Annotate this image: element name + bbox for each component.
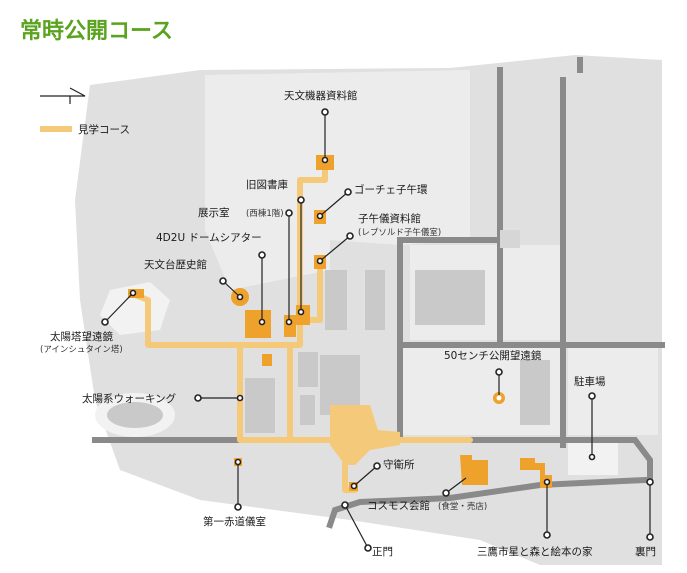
svg-text:三鷹市星と森と絵本の家: 三鷹市星と森と絵本の家 — [477, 545, 593, 558]
north-arrow — [40, 87, 86, 104]
parking-area — [568, 345, 658, 435]
svg-text:コスモス会館: コスモス会館 — [367, 499, 430, 512]
inner-ground — [205, 70, 470, 290]
building-2 — [365, 270, 385, 330]
label-exhibition: 展示室 (西棟1階) — [198, 206, 293, 326]
road-north-east — [397, 67, 503, 443]
label-back-gate: 裏門 — [635, 478, 656, 558]
label-cosmos-hall: コスモス会館 (食堂・売店) — [367, 477, 487, 512]
route-south-loop — [237, 342, 343, 443]
road-gate — [326, 476, 649, 529]
label-meridian-museum: 子午儀資料館 (レプソルド子午儀室) — [316, 212, 441, 265]
label-guard: 守衛所 — [350, 458, 415, 490]
svg-text:裏門: 裏門 — [635, 545, 656, 558]
svg-text:展示室: 展示室 — [198, 206, 230, 219]
svg-text:50センチ公開望遠鏡: 50センチ公開望遠鏡 — [444, 349, 542, 362]
building-4 — [500, 230, 520, 248]
svg-text:子午儀資料館: 子午儀資料館 — [358, 212, 421, 225]
route-main — [132, 162, 328, 348]
building-3 — [415, 270, 485, 325]
building-6 — [245, 378, 275, 433]
svg-text:(食堂・売店): (食堂・売店) — [438, 501, 487, 512]
label-gautier: ゴーチェ子午環 — [316, 183, 428, 220]
label-museum-instruments: 天文機器資料館 — [284, 89, 358, 164]
building-5 — [520, 360, 550, 425]
building-9 — [300, 395, 315, 425]
label-old-library: 旧図書庫 — [246, 178, 305, 316]
svg-text:第一赤道儀室: 第一赤道儀室 — [203, 515, 266, 528]
facility-4d2u — [245, 310, 271, 338]
legend-route-label: 見学コース — [78, 123, 130, 136]
svg-text:旧図書庫: 旧図書庫 — [246, 178, 288, 191]
facility-exhibition — [284, 315, 296, 337]
page-title: 常時公開コース — [20, 18, 173, 44]
label-main-gate: 正門 — [341, 501, 393, 558]
label-history: 天文台歴史館 — [144, 258, 244, 301]
label-solar-tower: 太陽塔望遠鏡 (アインシュタイン塔) — [40, 289, 137, 355]
svg-text:天文台歴史館: 天文台歴史館 — [144, 258, 207, 271]
svg-text:天文機器資料館: 天文機器資料館 — [284, 89, 358, 102]
building-7 — [298, 352, 318, 387]
label-4d2u: 4D2U ドームシアター — [156, 232, 266, 326]
building-1 — [325, 270, 347, 330]
svg-text:駐車場: 駐車場 — [574, 375, 606, 388]
svg-text:(西棟1階): (西棟1階) — [246, 208, 284, 219]
label-parking: 駐車場 — [574, 375, 606, 461]
svg-text:ゴーチェ子午環: ゴーチェ子午環 — [354, 183, 428, 196]
svg-text:(レプソルド子午儀室): (レプソルド子午儀室) — [358, 227, 441, 238]
facility-small — [262, 354, 272, 366]
svg-text:4D2U ドームシアター: 4D2U ドームシアター — [156, 232, 262, 244]
legend-route-swatch — [40, 126, 72, 132]
svg-text:(アインシュタイン塔): (アインシュタイン塔) — [40, 344, 123, 355]
svg-text:正門: 正門 — [372, 546, 393, 558]
label-first-equatorial: 第一赤道儀室 — [203, 458, 266, 528]
route-plaza — [330, 405, 400, 465]
facility-old-library — [296, 305, 310, 325]
svg-text:太陽系ウォーキング: 太陽系ウォーキング — [82, 392, 177, 405]
facility-50cm-dot — [496, 395, 502, 401]
facility-mitaka-house — [520, 458, 552, 488]
svg-text:守衛所: 守衛所 — [383, 458, 415, 471]
label-solar-walk: 太陽系ウォーキング — [82, 392, 244, 405]
solar-tower-area — [100, 282, 170, 335]
label-mitaka-house: 三鷹市星と森と絵本の家 — [477, 478, 593, 558]
facility-cosmos — [460, 455, 488, 485]
circular-terrace-inner — [107, 402, 163, 428]
label-50cm-telescope: 50センチ公開望遠鏡 — [444, 349, 542, 395]
svg-text:太陽塔望遠鏡: 太陽塔望遠鏡 — [50, 330, 113, 343]
